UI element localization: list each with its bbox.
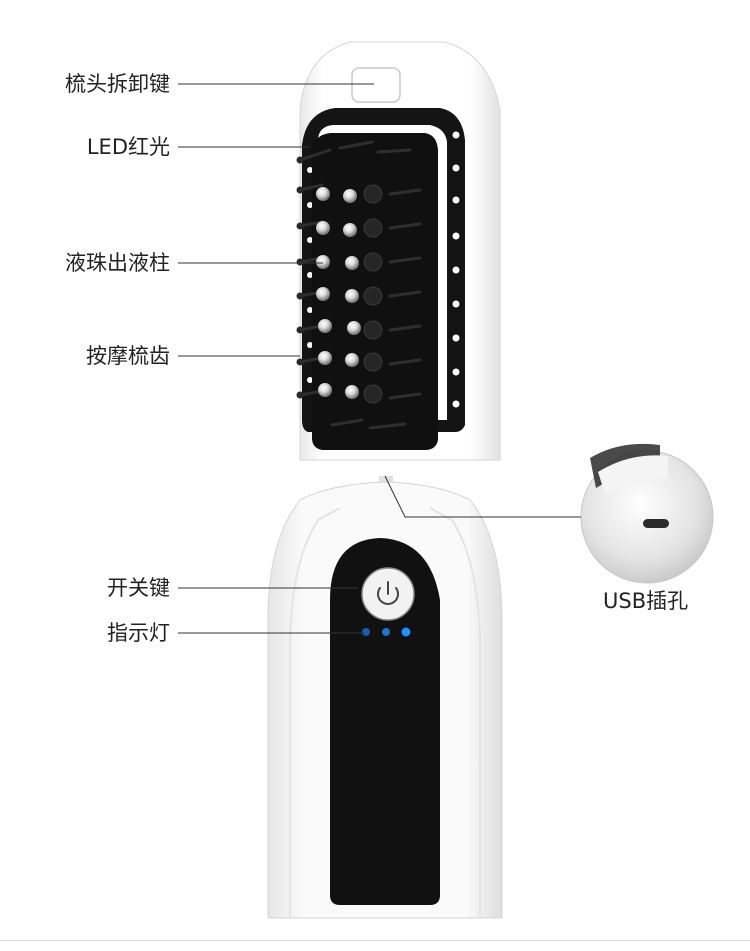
power-icon — [377, 581, 399, 605]
power-button[interactable] — [361, 567, 415, 621]
label-led-red-light: LED红光 — [86, 135, 170, 159]
label-massage-teeth: 按摩梳齿 — [86, 344, 170, 368]
label-power-key: 开关键 — [107, 576, 170, 600]
comb-release-button — [351, 67, 401, 103]
usb-zoom-bubble — [580, 443, 714, 584]
label-liquid-bead-column: 液珠出液柱 — [65, 251, 170, 275]
bottom-divider — [0, 940, 750, 941]
led-dots-right — [452, 131, 460, 408]
label-indicator-light: 指示灯 — [107, 621, 170, 645]
control-panel — [330, 538, 440, 905]
liquid-beads — [316, 187, 361, 399]
indicator-lights — [362, 627, 411, 637]
leader-lines — [178, 83, 581, 634]
label-comb-release-key: 梳头拆卸键 — [65, 72, 170, 96]
led-dots-left — [307, 167, 313, 383]
usb-port-icon — [643, 519, 669, 528]
label-usb-port: USB插孔 — [603, 589, 689, 613]
massage-teeth — [296, 140, 422, 430]
